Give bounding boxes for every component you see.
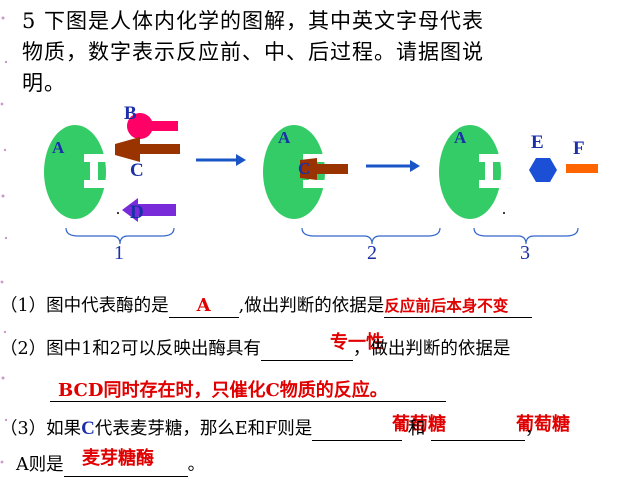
enzyme-diagram [44, 113, 598, 245]
stage-number-1: 1 [114, 242, 124, 264]
q3-answer-f: 葡萄糖 [516, 414, 570, 435]
arrow-1-to-2 [196, 154, 246, 166]
stage-number-3: 3 [520, 242, 530, 264]
enzyme-a-stage-1 [44, 125, 106, 219]
label-a-stage-1: A [52, 138, 65, 157]
q2-reason-underline [50, 401, 446, 402]
q3-f-blank [430, 418, 525, 441]
label-d: D [130, 202, 144, 223]
label-a-stage-2: A [278, 128, 291, 147]
arrow-2-to-3 [366, 160, 420, 172]
q3-prefix: （3）如果 [0, 419, 82, 439]
q2-answer-blank [260, 338, 353, 361]
label-b: B [124, 103, 137, 124]
question-1-line: （1）图中代表酶的是 A ,做出判断的依据是反应前后本身不变 [0, 295, 533, 318]
q1-answer: A [196, 295, 211, 316]
q2-reason-answer: BCD同时存在时，只催化C物质的反应。 [58, 380, 388, 401]
question-text: 5 下图是人体内化学的图解，其中英文字母代表 物质，数字表示反应前、中、后过程。… [22, 6, 622, 99]
question-line-2: 物质，数字表示反应前、中、后过程。请据图说 [22, 40, 484, 64]
q3-and: 和 [407, 419, 426, 439]
question-2-line: （2）图中1和2可以反映出酶具有 ，做出判断的依据是 [0, 338, 510, 361]
q1-middle: ,做出判断的依据是 [238, 296, 385, 316]
q3-middle: 代表麦芽糖，那么E和F则是 [94, 419, 313, 439]
q2-suffix: ，做出判断的依据是 [352, 339, 511, 359]
label-c-stage-2: C [298, 159, 311, 178]
substrate-c-bound-shape [300, 158, 348, 180]
q1-reason-answer: 反应前后本身不变 [384, 296, 509, 315]
brace-stage-2 [301, 227, 441, 245]
q3-comma: ， [524, 419, 543, 439]
brace-stage-3 [473, 227, 579, 245]
question-3-line-2: A则是 。 [16, 454, 205, 477]
q2-answer: 专一性 [330, 332, 384, 353]
label-c-stage-1: C [130, 160, 144, 181]
substrate-b-shape [127, 113, 178, 139]
q1-reason-blank: 反应前后本身不变 [384, 295, 533, 318]
q3-answer-e: 葡萄糖 [392, 414, 446, 435]
brace-stage-1 [65, 227, 175, 245]
q3-period: 。 [187, 455, 206, 475]
q3-a-blank [63, 454, 188, 477]
q3-line2-prefix: A则是 [16, 455, 64, 475]
q3-e-blank [312, 418, 403, 441]
question-line-1: 5 下图是人体内化学的图解，其中英文字母代表 [22, 9, 485, 33]
substrate-d-shape [122, 198, 176, 222]
enzyme-a-stage-3 [439, 125, 501, 219]
substrate-c-shape [115, 137, 180, 162]
q2-prefix: （2）图中1和2可以反映出酶具有 [0, 339, 261, 359]
q1-prefix: （1）图中代表酶的是 [0, 296, 169, 316]
label-a-stage-3: A [454, 128, 467, 147]
stage-number-2: 2 [367, 242, 377, 264]
q1-answer-blank: A [168, 295, 239, 318]
label-e: E [531, 132, 544, 153]
product-f-shape [566, 164, 598, 173]
product-e-shape [529, 158, 557, 182]
q3-c-letter: C [81, 418, 95, 439]
question-3-line-1: （3）如果C代表麦芽糖，那么E和F则是 和 ， [0, 418, 542, 441]
left-margin-decoration [0, 16, 8, 464]
label-f: F [573, 138, 585, 159]
question-line-3: 明。 [22, 71, 66, 95]
q3-answer-a: 麦芽糖酶 [82, 448, 154, 469]
